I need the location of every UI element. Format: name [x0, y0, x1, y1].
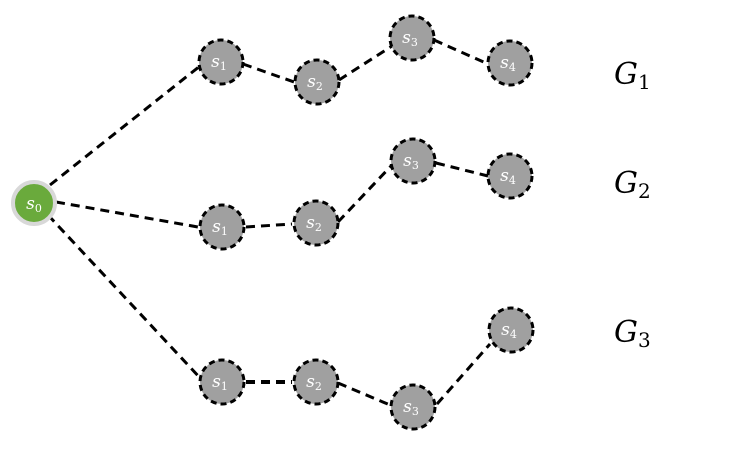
edge-g1-s2-s3 [338, 44, 393, 82]
root-node: s0 [11, 180, 57, 226]
g1-node-s1: s1 [197, 38, 245, 86]
edge-g3-s2-s3 [337, 381, 391, 407]
edge-g3-s3-s4 [435, 343, 492, 405]
g3-node-s1: s1 [198, 358, 246, 406]
g3-node-s2-circle [292, 358, 340, 406]
g2-node-s3-circle [389, 137, 437, 185]
g2-node-s4: s4 [486, 152, 534, 200]
group-g1-nodes: s1 s2 s3 s4 [197, 14, 534, 106]
group-g3-nodes: s1 s2 s3 s4 [198, 306, 535, 431]
g1-node-s2-label: s2 [307, 72, 323, 93]
g2-node-s1: s1 [198, 203, 246, 251]
g1-node-s4-label: s4 [500, 53, 516, 74]
g3-node-s4-circle [487, 306, 535, 354]
g2-node-s1-label: s1 [212, 217, 228, 238]
g3-node-s4-label: s4 [501, 320, 517, 341]
group-g2-nodes: s1 s2 s3 s4 [198, 137, 534, 251]
g3-node-s1-label: s1 [212, 372, 228, 393]
g1-node-s1-circle [197, 38, 245, 86]
g2-node-s2: s2 [292, 199, 340, 247]
g1-node-s3: s3 [388, 14, 436, 62]
g3-node-s3: s3 [389, 383, 437, 431]
edge-root-g2-s1 [55, 200, 199, 229]
g1-node-s3-label: s3 [402, 28, 418, 49]
g2-node-s3-label: s3 [403, 151, 419, 172]
root-node-circle [11, 180, 57, 226]
g2-node-s3: s3 [389, 137, 437, 185]
g3-node-s4: s4 [487, 306, 535, 354]
g2-node-s4-label: s4 [500, 166, 516, 187]
g1-node-s3-circle [388, 14, 436, 62]
g2-node-s1-circle [198, 203, 246, 251]
g3-node-s3-label: s3 [403, 397, 419, 418]
edge-g1-s1-s2 [242, 62, 295, 84]
g1-node-s2-circle [293, 58, 341, 106]
g1-node-s2: s2 [293, 58, 341, 106]
g2-node-s4-circle [486, 152, 534, 200]
g2-node-s2-label: s2 [306, 213, 322, 234]
group-label-g1: G1 [614, 57, 651, 94]
g1-node-s4-circle [486, 39, 534, 87]
g3-node-s3-circle [389, 383, 437, 431]
root-node-label: s0 [26, 194, 42, 215]
g1-node-s1-label: s1 [211, 52, 227, 73]
g3-node-s2-label: s2 [306, 372, 322, 393]
g1-node-s4: s4 [486, 39, 534, 87]
group-labels: G1 G2 G3 [614, 57, 651, 352]
edge-g2-s1-s2 [245, 222, 293, 229]
g3-node-s1-circle [198, 358, 246, 406]
edge-g1-s3-s4 [433, 38, 489, 66]
edge-root-g1-s1 [49, 64, 201, 187]
edge-root-g3-s1 [46, 213, 204, 382]
group-label-g3: G3 [614, 315, 651, 352]
g3-node-s2: s2 [292, 358, 340, 406]
g2-node-s2-circle [292, 199, 340, 247]
edge-g2-s2-s3 [336, 163, 394, 224]
group-label-g2: G2 [614, 166, 651, 203]
edge-g2-s3-s4 [435, 161, 489, 178]
edges [46, 38, 492, 407]
